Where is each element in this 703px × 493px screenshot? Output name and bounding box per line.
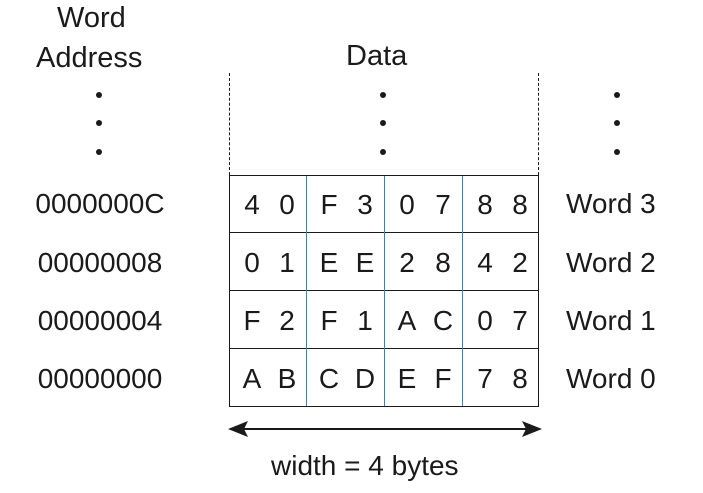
word-address-header-line1: Word: [57, 2, 126, 34]
nibble-cell: A: [397, 305, 417, 336]
width-arrow: [228, 421, 542, 437]
word-label: Word 2: [566, 247, 656, 278]
memory-block: 4 0 F 3 0 7 8 8 0 1 E E 2 8 4 2 F 2 F 1 …: [229, 175, 539, 407]
word-ellipsis-dot: [614, 92, 620, 98]
address-ellipsis-dot: [96, 92, 102, 98]
word-ellipsis-dot: [614, 120, 620, 126]
nibble-cell: 8: [512, 363, 528, 394]
nibble-cell: 8: [512, 189, 528, 220]
right-dashed-boundary: [538, 73, 539, 175]
width-label: width = 4 bytes: [271, 450, 459, 481]
nibble-cell: 8: [477, 189, 493, 220]
word-label: Word 0: [566, 363, 656, 394]
nibble-cell: E: [355, 247, 375, 278]
nibble-cell: C: [432, 305, 454, 336]
word-ellipsis-dot: [614, 149, 620, 155]
address-label: 00000008: [37, 247, 163, 278]
nibble-cell: 2: [399, 247, 415, 278]
data-ellipsis-dot: [380, 120, 386, 126]
nibble-cell: 2: [279, 305, 295, 336]
word-label: Word 1: [566, 305, 656, 336]
nibble-cell: 0: [399, 189, 415, 220]
nibble-cell: D: [354, 363, 376, 394]
nibble-cell: 0: [279, 189, 295, 220]
nibble-cell: 4: [477, 247, 493, 278]
nibble-cell: E: [319, 247, 339, 278]
data-ellipsis-dot: [380, 92, 386, 98]
byte-divider: [384, 176, 385, 406]
nibble-cell: 7: [435, 189, 451, 220]
nibble-cell: 7: [477, 363, 493, 394]
nibble-cell: F: [320, 305, 338, 336]
nibble-cell: F: [320, 189, 338, 220]
nibble-cell: 1: [279, 247, 295, 278]
address-label: 0000000C: [35, 188, 165, 219]
byte-divider: [462, 176, 463, 406]
nibble-cell: 7: [512, 305, 528, 336]
word-address-header-line2: Address: [36, 42, 143, 74]
nibble-cell: 4: [244, 189, 260, 220]
nibble-cell: 1: [357, 305, 373, 336]
address-label: 00000004: [37, 305, 163, 336]
nibble-cell: 8: [435, 247, 451, 278]
data-header: Data: [346, 40, 408, 72]
nibble-cell: 3: [357, 189, 373, 220]
nibble-cell: F: [243, 305, 261, 336]
nibble-cell: C: [318, 363, 340, 394]
data-ellipsis-dot: [380, 149, 386, 155]
nibble-cell: B: [277, 363, 297, 394]
nibble-cell: E: [397, 363, 417, 394]
nibble-cell: A: [242, 363, 262, 394]
address-ellipsis-dot: [96, 149, 102, 155]
address-label: 00000000: [37, 363, 163, 394]
nibble-cell: F: [434, 363, 452, 394]
byte-divider: [306, 176, 307, 406]
nibble-cell: 0: [477, 305, 493, 336]
word-label: Word 3: [566, 188, 656, 219]
nibble-cell: 2: [512, 247, 528, 278]
left-dashed-boundary: [229, 73, 230, 175]
address-ellipsis-dot: [96, 120, 102, 126]
nibble-cell: 0: [244, 247, 260, 278]
